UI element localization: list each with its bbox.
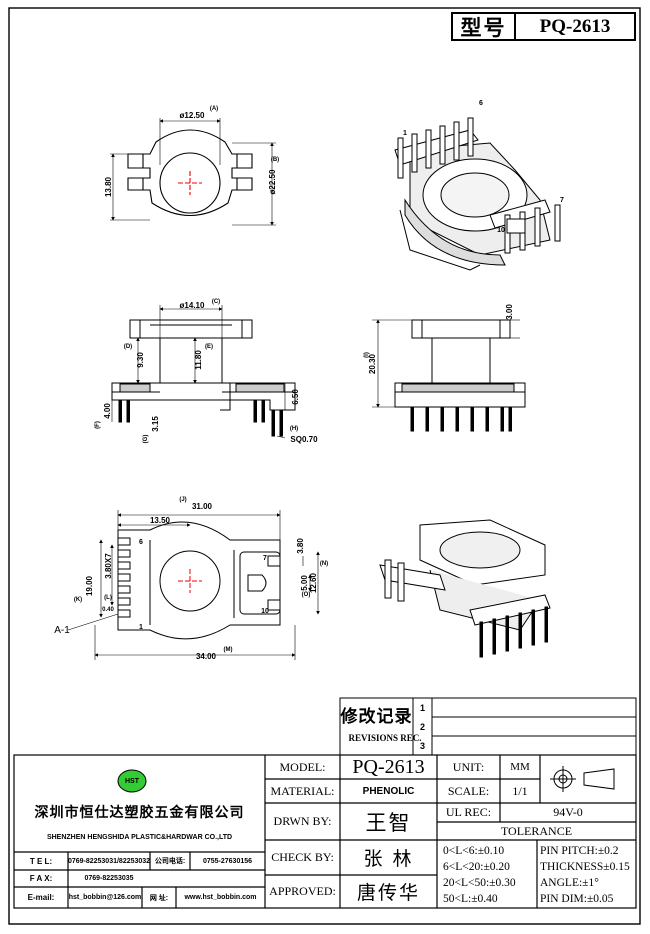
web-label: 网 址: xyxy=(149,894,169,902)
fax-value: 0769-82253035 xyxy=(84,875,134,882)
check-label: CHECK BY: xyxy=(271,850,334,864)
dim-m: 34.00 xyxy=(195,651,217,661)
web-value: www.hst_bobbin.com xyxy=(184,894,257,901)
dim-j-tag: (J) xyxy=(179,497,187,503)
pin-tolerance-line: PIN DIM:±0.05 xyxy=(540,893,614,905)
logo-text: HST xyxy=(125,777,139,785)
dim-a-tag: (A) xyxy=(209,106,219,112)
dim-c-tag: (C) xyxy=(211,299,221,305)
drawn-value: 王智 xyxy=(365,810,412,835)
dim-l-tag: (L) xyxy=(104,595,112,601)
dim-h6: 6.50 xyxy=(290,389,300,405)
header-box xyxy=(451,12,636,41)
dim-f-tag: (F) xyxy=(95,421,101,429)
tolerance-line: 20<L<50:±0.30 xyxy=(443,877,516,889)
tel-label: T E L: xyxy=(29,856,53,866)
pin-tolerance-line: ANGLE:±1° xyxy=(540,877,599,889)
pin-tolerance-line: THICKNESS±0.15 xyxy=(540,861,630,873)
dim-b: ø22.50 xyxy=(267,169,277,195)
model-label: MODEL: xyxy=(279,759,326,774)
dim-e-tag: (E) xyxy=(205,344,213,350)
company-logo-mark xyxy=(117,769,147,793)
sheet-border xyxy=(8,7,641,925)
tolerance-list: 0<L<6:±0.10 6<L<20:±0.20 20<L<50:±0.30 5… xyxy=(443,843,537,907)
dim-n: 12.60 xyxy=(308,572,318,594)
iso-view-bottom xyxy=(379,519,551,658)
scale-value: 1/1 xyxy=(512,783,528,798)
bottom-pin-10: 10 xyxy=(261,607,269,615)
tolerance-label: TOLERANCE xyxy=(500,823,573,838)
tel-value: 0769-82253031/82253032 xyxy=(67,857,151,865)
side-view xyxy=(372,319,526,432)
unit-value: MM xyxy=(510,761,530,773)
dim-sq: SQ0.70 xyxy=(290,434,318,444)
dim-d: 9.30 xyxy=(135,352,145,368)
material-label: MATERIAL: xyxy=(270,783,335,798)
dim-h-top: 13.80 xyxy=(103,176,113,198)
iso-view-top xyxy=(394,117,561,271)
model-value: PQ-2613 xyxy=(352,755,425,778)
revision-mark-1: 1 xyxy=(419,702,425,713)
pin-tolerance-list: PIN PITCH:±0.2 THICKNESS±0.15 ANGLE:±1° … xyxy=(540,843,636,907)
ul-value: 94V-0 xyxy=(553,805,583,819)
dim-g-tag: (G) xyxy=(143,434,149,444)
dim-w1: 13.50 xyxy=(149,515,171,525)
revision-mark-2: 2 xyxy=(419,721,425,732)
bottom-view xyxy=(67,510,320,660)
dim-l: 3.80X7 xyxy=(103,553,113,579)
type-label: 型号 xyxy=(460,15,507,40)
pin-tolerance-line: PIN PITCH:±0.2 xyxy=(540,845,619,857)
bottom-pin-6: 6 xyxy=(139,538,143,546)
dim-k-tag: (K) xyxy=(73,597,83,603)
dim-side-top: 3.00 xyxy=(504,304,514,320)
dim-n-tag: (N) xyxy=(319,561,329,567)
ul-label: UL REC: xyxy=(445,805,492,819)
dim-c: ø14.10 xyxy=(179,300,205,310)
company-tel-value: 0755-27630156 xyxy=(202,857,253,865)
pin-7-label: 7 xyxy=(560,196,564,204)
bottom-pin-1: 1 xyxy=(139,623,143,631)
dim-m-tag: (M) xyxy=(223,647,233,653)
approved-value: 唐传华 xyxy=(356,882,420,904)
title-block-grid xyxy=(13,754,637,909)
bottom-pin-7: 7 xyxy=(263,554,267,562)
projection-symbol xyxy=(550,766,615,792)
revisions-title-en: REVISIONS REC. xyxy=(348,733,422,743)
pin-1-label: 1 xyxy=(403,129,407,137)
dim-b-tag: (B) xyxy=(270,157,280,163)
top-view xyxy=(110,118,276,226)
tolerance-line: 6<L<20:±0.20 xyxy=(443,861,510,873)
dim-a: ø12.50 xyxy=(179,110,205,120)
dim-r1: 3.80 xyxy=(295,538,305,554)
fax-label: F A X: xyxy=(29,874,53,883)
dim-d-tag: (D) xyxy=(123,344,133,350)
dim-p: 0.40 xyxy=(102,607,114,613)
scale-label: SCALE: xyxy=(447,783,490,798)
company-tel-label: 公司电话: xyxy=(154,858,186,865)
part-number: PQ-2613 xyxy=(539,15,611,37)
approved-label: APPROVED: xyxy=(269,884,336,898)
material-value: PHENOLIC xyxy=(362,785,415,797)
tolerance-line: 50<L:±0.40 xyxy=(443,893,498,905)
revision-mark-3: 3 xyxy=(419,740,425,751)
pin-10-label: 10 xyxy=(497,226,505,234)
email-label: E-mail: xyxy=(27,893,55,902)
front-view xyxy=(111,305,296,439)
dim-i-tag: (I) xyxy=(364,352,370,358)
email-value: hst_bobbin@126.com xyxy=(68,894,142,901)
revisions-title-cn: 修改记录 xyxy=(340,706,413,727)
company-name-cn: 深圳市恒仕达塑胶五金有限公司 xyxy=(34,805,245,821)
dim-r2-tag: (O) xyxy=(301,592,311,598)
company-name-en: SHENZHEN HENGSHIDA PLASTIC&HARDWAR CO.,L… xyxy=(46,833,233,841)
dim-h-tag: (H) xyxy=(289,426,299,432)
check-value: 张 林 xyxy=(363,848,414,870)
label-a1: A-1 xyxy=(54,624,70,636)
pin-6-label: 6 xyxy=(479,99,483,107)
unit-label: UNIT: xyxy=(452,759,485,774)
drawn-label: DRWN BY: xyxy=(273,814,332,828)
dim-j: 31.00 xyxy=(191,501,213,511)
tolerance-line: 0<L<6:±0.10 xyxy=(443,845,505,857)
